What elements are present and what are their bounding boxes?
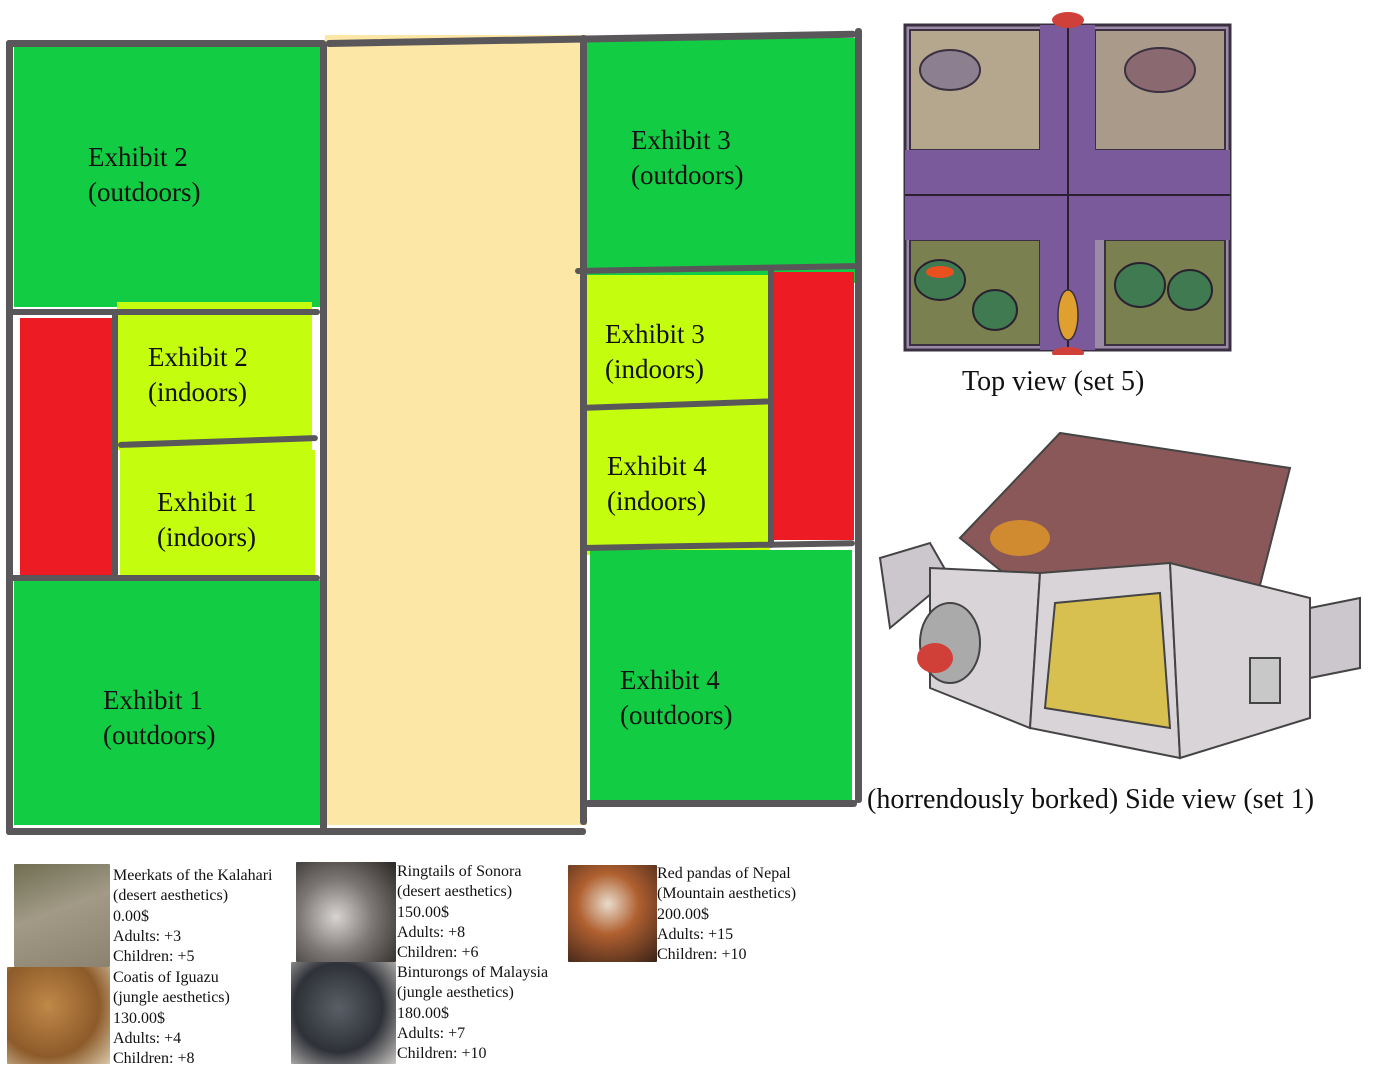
restricted-area-right xyxy=(772,272,854,540)
animal-children: Children: +8 xyxy=(113,1050,195,1068)
animal-children: Children: +5 xyxy=(113,948,195,966)
animal-card-text: Red pandas of Nepal (Mountain aesthetics… xyxy=(657,864,796,965)
wall xyxy=(855,28,862,803)
animal-name: Red pandas of Nepal xyxy=(657,865,791,882)
animal-name: Coatis of Iguazu xyxy=(113,969,219,986)
animal-price: 180.00$ xyxy=(397,1004,449,1022)
animal-adults: Adults: +7 xyxy=(397,1024,466,1042)
side-view-sketch-icon xyxy=(878,431,1361,760)
exhibit-4-outdoors-area[interactable] xyxy=(590,550,852,800)
wall xyxy=(585,800,857,807)
coatis-photo xyxy=(7,967,110,1064)
animal-price: 130.00$ xyxy=(113,1009,165,1027)
animal-aesthetic: (jungle aesthetics) xyxy=(397,984,514,1002)
zoo-map: Exhibit 2(outdoors) Exhibit 2(indoors) E… xyxy=(0,0,870,845)
animal-price: 0.00$ xyxy=(113,907,149,925)
animal-children: Children: +6 xyxy=(397,944,479,962)
exhibit-3-outdoors-area[interactable] xyxy=(585,38,855,283)
wall xyxy=(10,575,320,581)
exhibit-1-indoors-area[interactable] xyxy=(120,450,315,580)
animal-price: 200.00$ xyxy=(657,905,709,923)
exhibit-3-indoors-label: Exhibit 3(indoors) xyxy=(605,319,705,384)
exhibit-2-outdoors-area[interactable] xyxy=(14,47,324,307)
animal-adults: Adults: +3 xyxy=(113,927,182,945)
exhibit-3-indoors-area[interactable] xyxy=(580,275,770,410)
central-path xyxy=(325,35,587,825)
meerkats-photo xyxy=(14,864,110,967)
restricted-area-left xyxy=(20,318,114,576)
red-pandas-photo xyxy=(568,865,657,962)
animal-aesthetic: (desert aesthetics) xyxy=(113,887,229,905)
animal-aesthetic: (jungle aesthetics) xyxy=(113,989,230,1007)
wall xyxy=(6,40,326,47)
animal-name: Meerkats of the Kalahari xyxy=(113,867,273,884)
animal-adults: Adults: +8 xyxy=(397,923,466,941)
exhibit-1-outdoors-area[interactable] xyxy=(14,580,324,825)
animal-card-text: Meerkats of the Kalahari (desert aesthet… xyxy=(113,866,272,967)
exhibit-1-indoors-label: Exhibit 1(indoors) xyxy=(157,487,257,552)
wall xyxy=(6,40,13,835)
animal-card-text: Binturongs of Malaysia (jungle aesthetic… xyxy=(397,963,548,1064)
exhibit-4-indoors-label: Exhibit 4(indoors) xyxy=(607,451,707,516)
animal-aesthetic: (Mountain aesthetics) xyxy=(657,885,797,903)
animal-adults: Adults: +4 xyxy=(113,1029,182,1047)
wall xyxy=(580,35,587,825)
top-view-drawing xyxy=(900,10,1235,359)
top-view-sketch-icon xyxy=(903,12,1232,359)
animal-children: Children: +10 xyxy=(657,946,747,964)
exhibit-2-indoors-label: Exhibit 2(indoors) xyxy=(148,342,248,407)
animal-adults: Adults: +15 xyxy=(657,925,734,943)
animal-card-text: Coatis of Iguazu (jungle aesthetics) 130… xyxy=(113,968,230,1069)
wall xyxy=(320,42,327,832)
side-view-caption: (horrendously borked) Side view (set 1) xyxy=(867,784,1315,815)
exhibit-4-indoors-area[interactable] xyxy=(580,410,770,555)
exhibit-3-outdoors-label: Exhibit 3(outdoors) xyxy=(631,125,744,190)
animal-name: Binturongs of Malaysia xyxy=(397,964,549,981)
exhibit-2-outdoors-label: Exhibit 2(outdoors) xyxy=(88,142,201,207)
wall xyxy=(10,309,320,315)
binturongs-photo xyxy=(291,962,396,1064)
animal-aesthetic: (desert aesthetics) xyxy=(397,883,513,901)
animal-children: Children: +10 xyxy=(397,1045,487,1063)
wall xyxy=(6,828,586,835)
exhibit-1-outdoors-label: Exhibit 1(outdoors) xyxy=(103,685,216,750)
ringtails-photo xyxy=(296,862,396,962)
animal-card-text: Ringtails of Sonora (desert aesthetics) … xyxy=(397,862,521,963)
animal-price: 150.00$ xyxy=(397,903,449,921)
exhibit-4-outdoors-label: Exhibit 4(outdoors) xyxy=(620,665,733,730)
animal-name: Ringtails of Sonora xyxy=(397,863,522,880)
wall xyxy=(112,312,118,577)
top-view-caption: Top view (set 5) xyxy=(962,366,1145,397)
wall xyxy=(768,268,774,548)
side-view-drawing xyxy=(870,428,1370,783)
exhibit-2-indoors-area[interactable] xyxy=(117,302,312,450)
